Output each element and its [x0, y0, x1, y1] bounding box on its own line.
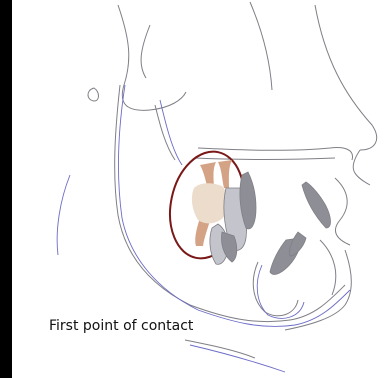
- molar-crown: [192, 183, 228, 223]
- caption-text: First point of contact: [49, 318, 193, 334]
- white-panel: First point of contact: [12, 0, 391, 378]
